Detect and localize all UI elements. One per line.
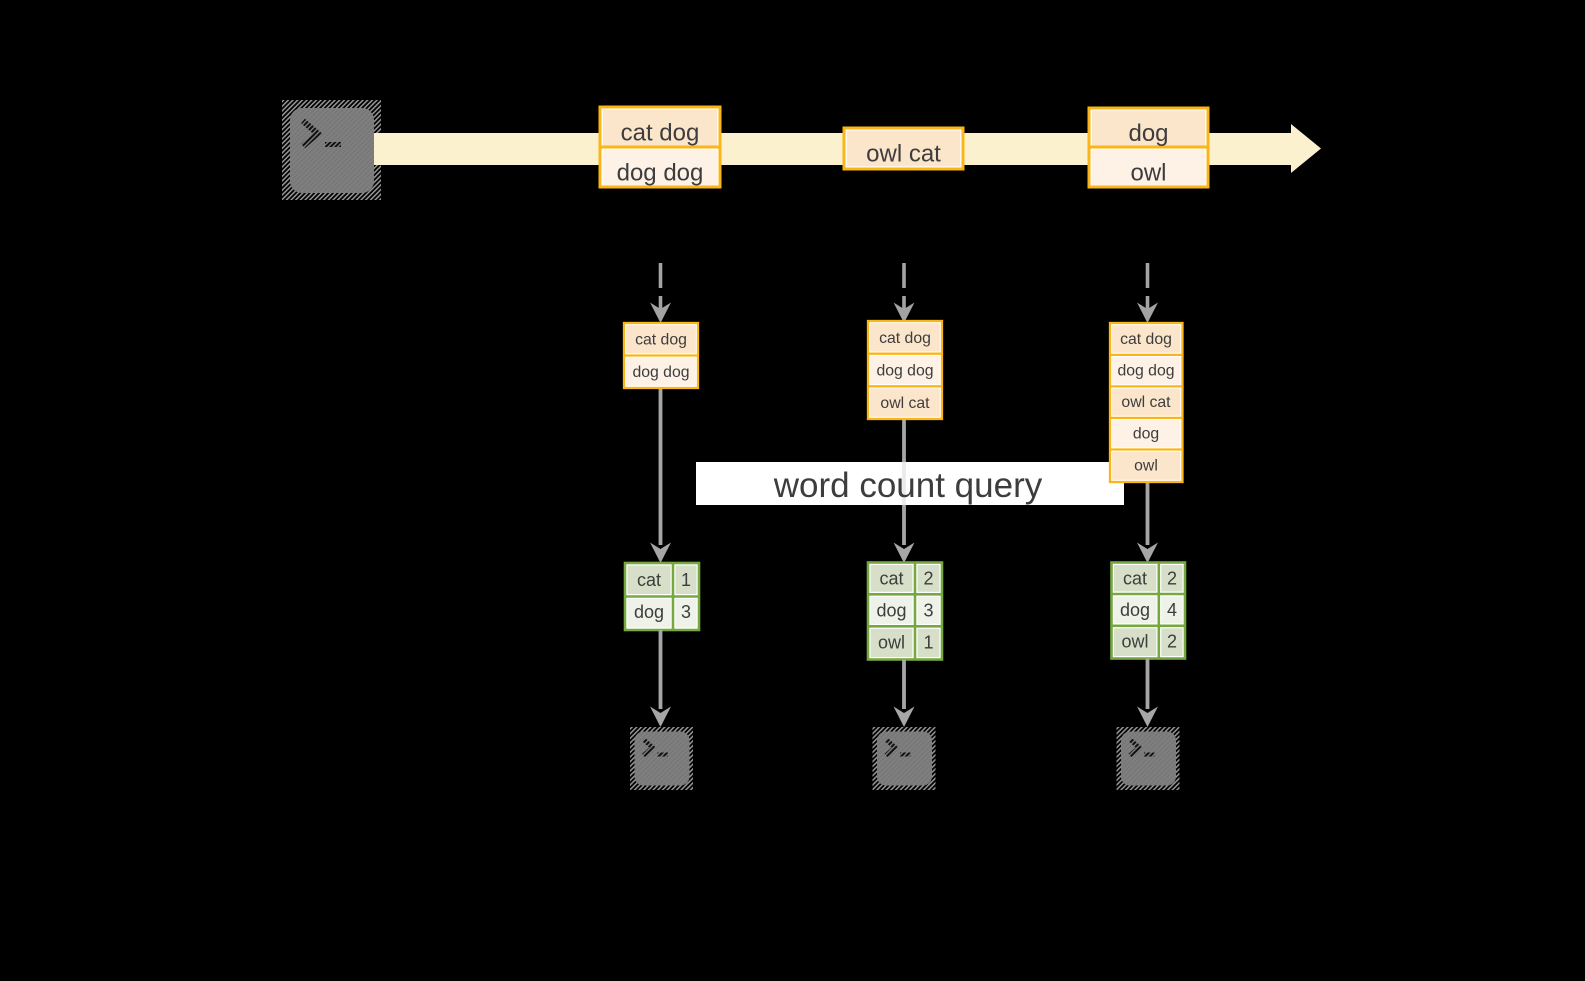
- svg-text:2: 2: [1167, 632, 1177, 652]
- svg-text:dog: dog: [1133, 426, 1159, 443]
- svg-text:owl cat: owl cat: [1121, 394, 1171, 411]
- svg-text:cat: cat: [1123, 569, 1147, 589]
- svg-text:owl: owl: [1130, 160, 1166, 187]
- svg-text:owl: owl: [1121, 632, 1148, 652]
- svg-text:4: 4: [1167, 600, 1177, 620]
- svg-text:2: 2: [1167, 569, 1177, 589]
- svg-text:owl: owl: [878, 633, 905, 653]
- svg-text:1: 1: [923, 633, 933, 653]
- svg-text:3: 3: [923, 601, 933, 621]
- svg-text:dog: dog: [1128, 120, 1168, 147]
- svg-text:cat dog: cat dog: [1120, 331, 1172, 348]
- svg-text:owl cat: owl cat: [866, 141, 941, 168]
- svg-text:3: 3: [681, 602, 691, 622]
- svg-text:owl cat: owl cat: [880, 395, 930, 412]
- svg-text:dog dog: dog dog: [876, 363, 933, 380]
- svg-text:cat dog: cat dog: [879, 330, 931, 347]
- svg-text:owl: owl: [1134, 458, 1158, 475]
- svg-text:1: 1: [681, 570, 691, 590]
- svg-text:dog dog: dog dog: [632, 364, 689, 381]
- svg-text:cat: cat: [637, 570, 661, 590]
- svg-text:dog dog: dog dog: [1117, 363, 1174, 380]
- svg-text:cat: cat: [879, 569, 903, 589]
- svg-text:cat dog: cat dog: [621, 120, 700, 147]
- svg-text:dog: dog: [1120, 600, 1150, 620]
- svg-text:dog dog: dog dog: [617, 160, 704, 187]
- svg-text:word count query: word count query: [773, 466, 1043, 505]
- svg-text:2: 2: [923, 569, 933, 589]
- svg-text:cat dog: cat dog: [635, 332, 687, 349]
- svg-text:dog: dog: [876, 601, 906, 621]
- svg-text:dog: dog: [634, 602, 664, 622]
